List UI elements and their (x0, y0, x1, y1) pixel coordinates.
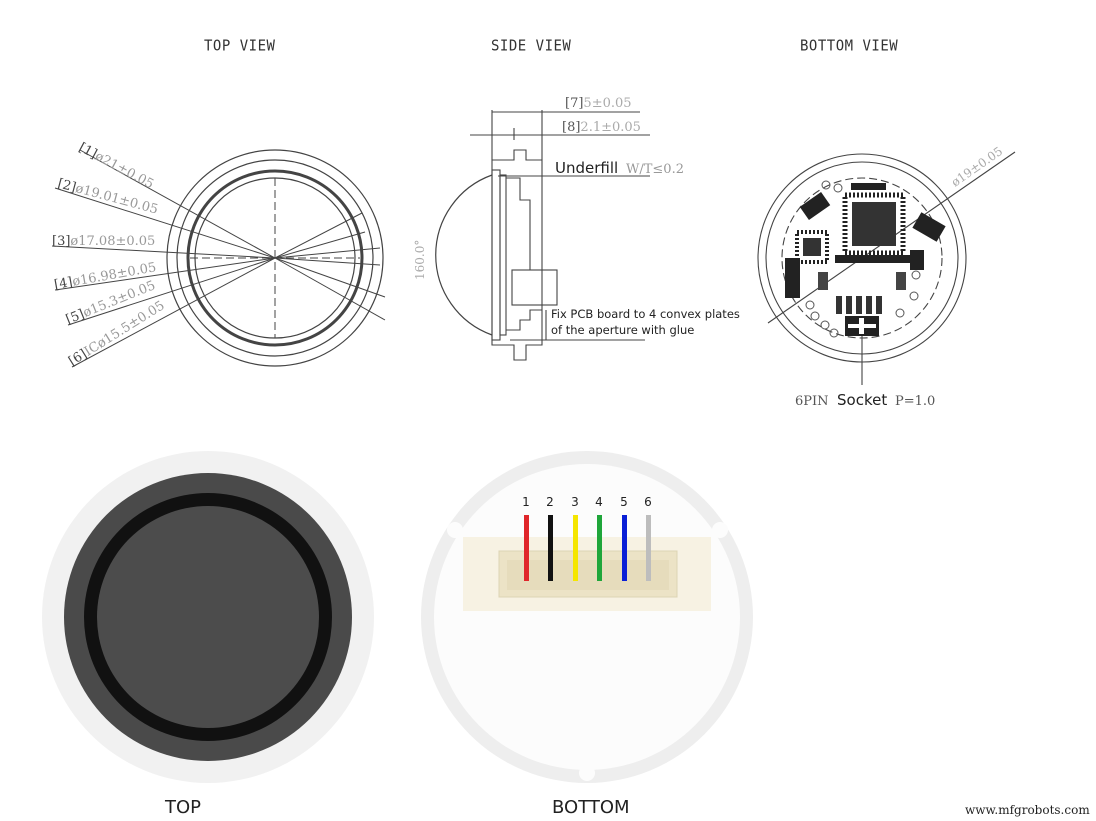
wire-green (597, 515, 602, 581)
bottom-caption: BOTTOM (552, 797, 630, 818)
glue-note-line2: of the aperture with glue (551, 323, 694, 337)
wire-pin-1: 1 (519, 495, 533, 581)
underfill-spec: W/T≤0.2 (626, 162, 684, 177)
bottom-diameter-label: ø19±0.05 (949, 144, 1006, 189)
wire-red (524, 515, 529, 581)
wire-pin-4: 4 (592, 495, 606, 581)
wire-pin-5: 5 (617, 495, 631, 581)
wire-grey (646, 515, 651, 581)
svg-text:[8]2.1±0.05: [8]2.1±0.05 (562, 120, 641, 135)
dim-8-index: [8] (562, 120, 580, 135)
svg-text:[7]5±0.05: [7]5±0.05 (565, 96, 632, 111)
side-view-title: SIDE VIEW (491, 37, 572, 55)
side-view-drawing: [7]5±0.05 [8]2.1±0.05 160.0° Underfill W… (413, 96, 740, 361)
bottom-view-title: BOTTOM VIEW (800, 37, 899, 55)
angle-label: 160.0° (413, 240, 427, 280)
glue-note-line1: Fix PCB board to 4 convex plates (551, 307, 740, 321)
socket-label: Socket (837, 391, 887, 409)
dim-7-index: [7] (565, 96, 583, 111)
dim-8-value: 2.1±0.05 (580, 120, 641, 135)
svg-text:[3]ø17.08±0.05: [3]ø17.08±0.05 (52, 234, 155, 249)
wire-blue (622, 515, 627, 581)
top-view-drawing: [1]ø21±0.05 [2]ø19.01±0.05 [3]ø17.08±0.0… (51, 140, 386, 369)
socket-pitch-label: P=1.0 (895, 394, 935, 409)
underfill-label: Underfill (555, 159, 618, 177)
watermark: www.mfgrobots.com (965, 803, 1090, 817)
top-view-title: TOP VIEW (204, 37, 276, 55)
wire-connector: 1 2 3 4 5 6 (415, 445, 760, 790)
top-caption: TOP (165, 797, 202, 818)
bottom-view-drawing: ø19±0.05 6PIN Socket P=1.0 (757, 144, 1016, 409)
socket-pins-label: 6PIN (795, 394, 829, 409)
wire-pin-6: 6 (641, 495, 655, 581)
dim-7-value: 5±0.05 (583, 96, 631, 111)
bottom-photo (421, 451, 753, 783)
wire-yellow (573, 515, 578, 581)
wire-black (548, 515, 553, 581)
wire-pin-2: 2 (543, 495, 557, 581)
top-photo (42, 451, 374, 783)
wire-pin-3: 3 (568, 495, 582, 581)
